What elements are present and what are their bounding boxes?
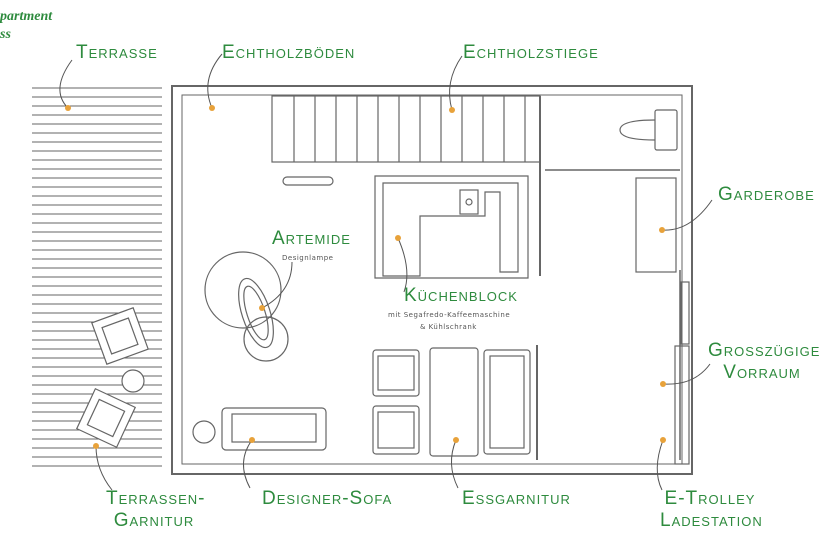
label-terrassen-line1: Terrassen-: [106, 488, 206, 509]
label-vorraum: Grosszügiger Vorraum: [708, 340, 820, 384]
label-etrolley: E-Trolley Ladestation: [660, 488, 763, 532]
designer-sofa: [221, 407, 327, 451]
label-kuechenblock-sub1: mit Segafredo-Kaffeemaschine: [388, 311, 511, 319]
label-terrasse: Terrasse: [76, 42, 158, 63]
label-terrassen-garnitur: Terrassen- Garnitur: [106, 488, 206, 532]
label-kuechenblock-sub2: & Kühlschrank: [420, 323, 477, 331]
brand-logo: partment ss: [0, 8, 52, 44]
kitchen-block: [374, 175, 529, 279]
marker-dots: [65, 105, 666, 449]
staircase: [271, 95, 541, 163]
brand-line-2: ss: [0, 27, 11, 42]
label-garderobe: Garderobe: [718, 184, 815, 205]
side-table: [192, 420, 216, 444]
label-kuechenblock: Küchenblock: [404, 285, 518, 306]
label-essgarnitur: Essgarnitur: [462, 488, 571, 509]
inner-wall: [181, 94, 683, 465]
label-echtholzstiege: Echtholzstiege: [463, 42, 599, 63]
label-echtholzboeden: Echtholzböden: [222, 42, 356, 63]
label-vorraum-line2: Vorraum: [723, 362, 801, 383]
leader-lines: [59, 53, 713, 491]
label-etrolley-line2: Ladestation: [660, 510, 763, 531]
toilet: [619, 109, 678, 151]
label-artemide: Artemide: [272, 228, 351, 249]
outer-wall: [171, 85, 693, 475]
label-terrassen-line2: Garnitur: [113, 510, 195, 531]
label-etrolley-line1: E-Trolley: [664, 488, 756, 509]
label-designer-sofa: Designer-Sofa: [262, 488, 393, 509]
label-vorraum-line1: Grosszügiger: [708, 340, 820, 361]
brand-line-1: partment: [0, 9, 53, 24]
terrace-furniture: [75, 307, 149, 449]
artemide-lamp: [204, 251, 289, 362]
wardrobe: [635, 177, 677, 273]
dining-set: [372, 345, 538, 460]
handrail: [282, 176, 334, 186]
label-artemide-sub: Designlampe: [282, 254, 334, 262]
terrace-decking: [32, 87, 162, 467]
